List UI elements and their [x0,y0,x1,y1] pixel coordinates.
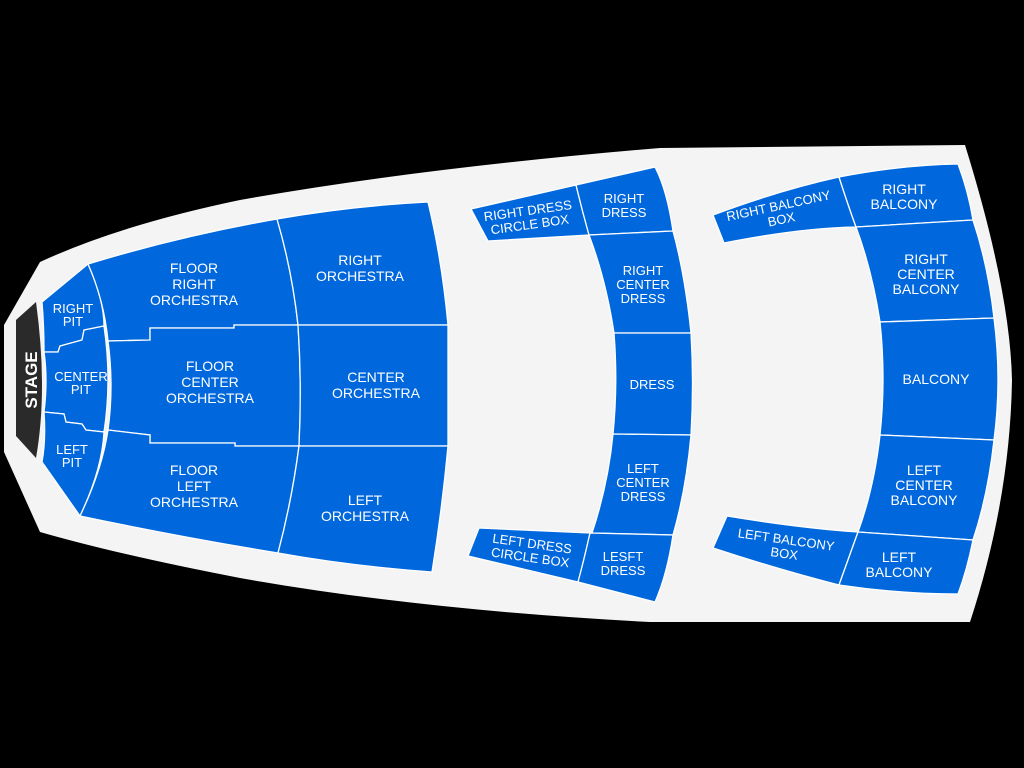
label: DRESS [621,291,666,306]
label: PIT [62,455,82,470]
label: DRESS [621,489,666,504]
label: LEFT [627,461,659,476]
section-right-dress-circle-box[interactable]: RIGHT DRESSCIRCLE BOX [470,184,590,242]
label: FLOOR [186,358,234,374]
label: ORCHESTRA [321,508,410,524]
label: LEFT [56,442,88,457]
label: RIGHT [172,276,216,292]
label: LEFT [882,549,917,565]
label: CENTER [616,277,669,292]
label: LEFT [907,462,942,478]
label: FLOOR [170,462,218,478]
label: DRESS [602,205,647,220]
label: BALCONY [871,196,939,212]
stage-label: STAGE [22,351,41,408]
label: BALCONY [893,281,961,297]
label: RIGHT [604,191,645,206]
label: CENTER [897,266,955,282]
label: CENTER [347,369,405,385]
section-balcony[interactable]: BALCONY [879,317,999,441]
label: DRESS [630,377,675,392]
label: CENTER [616,475,669,490]
label: RIGHT [623,263,664,278]
label: RIGHT [338,252,382,268]
label: RIGHT [904,251,948,267]
label: RIGHT [882,181,926,197]
label: BALCONY [903,371,971,387]
label: LEFT [348,492,383,508]
label: ORCHESTRA [316,268,405,284]
label: LESFT [603,549,644,564]
section-right-balcony-box[interactable]: RIGHT BALCONYBOX [712,176,857,244]
label: BOX [766,209,796,229]
svg-text:BALCONY: BALCONY [903,371,971,387]
label: RIGHT [53,301,94,316]
label: LEFT [177,478,212,494]
label: CENTER [895,477,953,493]
label: FLOOR [170,260,218,276]
label: PIT [71,382,91,397]
label: PIT [63,314,83,329]
section-dress[interactable]: DRESS [612,332,694,436]
label: BALCONY [891,492,959,508]
svg-text:DRESS: DRESS [630,377,675,392]
label: ORCHESTRA [150,292,239,308]
label: CENTER [54,369,107,384]
label: ORCHESTRA [150,494,239,510]
label: BOX [770,544,800,563]
label: ORCHESTRA [166,390,255,406]
label: BALCONY [866,564,934,580]
label: CENTER [181,374,239,390]
section-left-dress-circle-box[interactable]: LEFT DRESSCIRCLE BOX [467,527,591,583]
stage: STAGE [16,302,42,458]
stage-shape [16,302,42,458]
label: DRESS [601,563,646,578]
label: ORCHESTRA [332,385,421,401]
